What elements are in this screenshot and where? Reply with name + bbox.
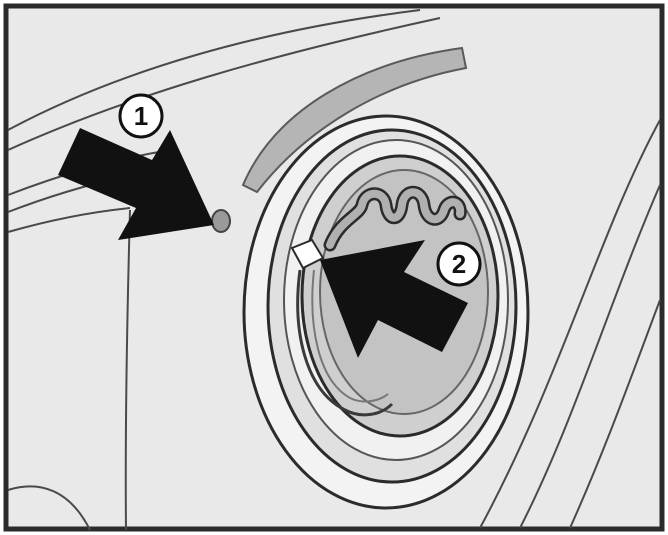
arrow-1 bbox=[58, 128, 214, 240]
callout-2: 2 bbox=[436, 241, 482, 287]
housing-contours bbox=[7, 9, 441, 531]
callout-2-label: 2 bbox=[452, 249, 466, 279]
housing-foot bbox=[7, 485, 91, 531]
sensor-hole bbox=[211, 209, 231, 233]
upper-trim-strip bbox=[241, 46, 468, 194]
callout-2-circle bbox=[436, 241, 482, 287]
callout-1-circle bbox=[118, 93, 164, 139]
callout-1: 1 bbox=[118, 93, 164, 139]
door-seal-lip bbox=[296, 269, 394, 417]
heating-coil bbox=[323, 185, 467, 252]
latch-tab bbox=[290, 238, 325, 270]
arrow-2 bbox=[320, 240, 468, 358]
door-edge-contours bbox=[479, 119, 661, 529]
door-seal-lip-inner bbox=[311, 269, 389, 403]
callout-1-label: 1 bbox=[134, 101, 148, 131]
